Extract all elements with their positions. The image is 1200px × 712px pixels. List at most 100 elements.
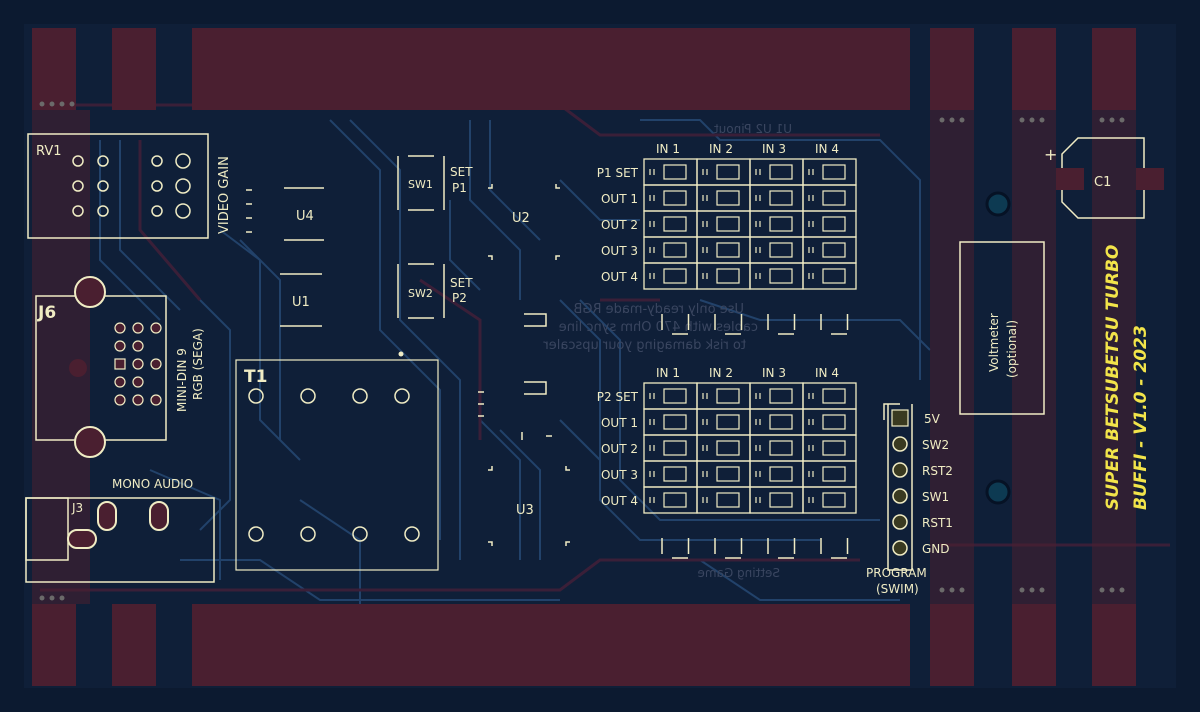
p2-row-label: OUT 2 xyxy=(601,442,638,456)
back-warning-line-1: Use only ready-made RGB xyxy=(573,302,744,317)
c1-plus-mark: + xyxy=(1044,145,1057,164)
back-traces xyxy=(99,119,931,620)
t1-footprint xyxy=(235,359,439,571)
sw1-outline xyxy=(397,155,445,211)
matrix-p2: IN 1 IN 2 IN 3 IN 4 P2 SET OUT 1 OUT 2 OUT 3 OUT… xyxy=(597,366,857,514)
p2-col-header: IN 4 xyxy=(815,366,839,380)
p1-led-outline xyxy=(663,164,687,180)
u1-label: U1 xyxy=(292,295,310,310)
p2-col-header: IN 3 xyxy=(762,366,786,380)
u3-label: U3 xyxy=(516,503,534,518)
rv1-footprint xyxy=(27,133,209,239)
sw2-label: SW2 xyxy=(408,287,433,300)
voltmeter-label-2: (optional) xyxy=(1005,320,1019,378)
c1-footprint xyxy=(1056,137,1164,219)
p1-led-outline xyxy=(822,164,846,180)
p1-led-outline xyxy=(822,216,846,232)
board-title-line-1: SUPER BETSUBETSU TURBO xyxy=(1103,245,1123,510)
p1-row-label: OUT 4 xyxy=(601,270,638,284)
u1-outline xyxy=(280,273,322,327)
u2-label: U2 xyxy=(512,211,530,226)
board-title-line-2: BUFFI - V1.0 - 2023 xyxy=(1131,325,1151,510)
p1-led-outline xyxy=(769,216,793,232)
p2-led-outline xyxy=(716,414,740,430)
p2-row-label: OUT 3 xyxy=(601,468,638,482)
p1-led-outline xyxy=(663,190,687,206)
sw1-label: SW1 xyxy=(408,178,433,191)
p2-led-outline xyxy=(822,440,846,456)
p1-led-outline xyxy=(716,268,740,284)
j3-label: J3 xyxy=(71,501,83,515)
p2-led-outline xyxy=(716,492,740,508)
p2-led-outline xyxy=(716,440,740,456)
program-label-1: PROGRAM xyxy=(866,566,927,580)
p2-led-outline xyxy=(716,466,740,482)
resistor-ticks xyxy=(661,314,849,559)
p1-col-header: IN 2 xyxy=(709,142,733,156)
p2-cell xyxy=(802,486,857,514)
p2-led-outline xyxy=(769,414,793,430)
p1-col-header: IN 4 xyxy=(815,142,839,156)
program-header xyxy=(883,403,913,571)
p2-col-header: IN 1 xyxy=(656,366,680,380)
mini-din-label-1: MINI-DIN 9 xyxy=(175,348,189,412)
pin-rst2: RST2 xyxy=(922,464,953,478)
back-label-bottom: Setting Game xyxy=(697,566,780,580)
p1-row-label: P1 SET xyxy=(597,166,639,180)
p1-led-outline xyxy=(769,242,793,258)
p2-led-outline xyxy=(663,466,687,482)
mini-din-label-2: RGB (SEGA) xyxy=(191,328,205,400)
u2-outline xyxy=(488,184,560,260)
mono-audio-label: MONO AUDIO xyxy=(112,477,193,491)
pin-5v: 5V xyxy=(924,412,941,426)
pin-rst1: RST1 xyxy=(922,516,953,530)
program-label-2: (SWIM) xyxy=(876,582,919,596)
j6-label: J6 xyxy=(37,303,56,323)
back-side-text: U1 U2 Pinout Use only ready-made RGB cab… xyxy=(543,122,792,580)
t1-label: T1 xyxy=(244,367,267,387)
p1-led-outline xyxy=(663,216,687,232)
p1-col-header: IN 1 xyxy=(656,142,680,156)
p1-led-outline xyxy=(769,164,793,180)
pin1-dot xyxy=(398,351,404,357)
p2-led-outline xyxy=(822,414,846,430)
rv1-label: RV1 xyxy=(36,144,62,159)
p1-led-outline xyxy=(663,242,687,258)
p2-led-outline xyxy=(769,492,793,508)
p2-row-label: OUT 1 xyxy=(601,416,638,430)
p1-led-outline xyxy=(769,190,793,206)
p1-led-outline xyxy=(822,268,846,284)
p2-led-outline xyxy=(822,466,846,482)
edge-pads xyxy=(32,28,1136,686)
pin-sw1: SW1 xyxy=(922,490,949,504)
p2-row-label: OUT 4 xyxy=(601,494,638,508)
back-warning-line-2: cables with 470 Ohm sync line xyxy=(559,320,758,335)
j3-footprint xyxy=(25,497,215,583)
p1-led-outline xyxy=(716,190,740,206)
p2-col-header: IN 2 xyxy=(709,366,733,380)
sw2-outline xyxy=(397,263,445,319)
p1-row-label: OUT 2 xyxy=(601,218,638,232)
c1-label: C1 xyxy=(1094,175,1111,190)
p1-led-outline xyxy=(716,164,740,180)
p2-led-outline xyxy=(663,440,687,456)
set-p1-label-2: P1 xyxy=(452,181,467,195)
u3-outline xyxy=(488,466,570,546)
p1-led-outline xyxy=(822,190,846,206)
p2-row-label: P2 SET xyxy=(597,390,639,404)
back-warning-line-3: to risk damaging your upscaler xyxy=(543,338,746,353)
p1-led-outline xyxy=(716,242,740,258)
mount-hole-bottom xyxy=(985,479,1011,505)
p2-led-outline xyxy=(769,388,793,404)
u4-label: U4 xyxy=(296,209,314,224)
voltmeter-label-1: Voltmeter xyxy=(987,313,1001,372)
p1-led-outline xyxy=(822,242,846,258)
j6-footprint xyxy=(35,276,167,458)
back-label-top: U1 U2 Pinout xyxy=(714,122,792,136)
small-parts xyxy=(478,313,552,440)
p2-led-outline xyxy=(663,388,687,404)
p1-led-outline xyxy=(769,268,793,284)
